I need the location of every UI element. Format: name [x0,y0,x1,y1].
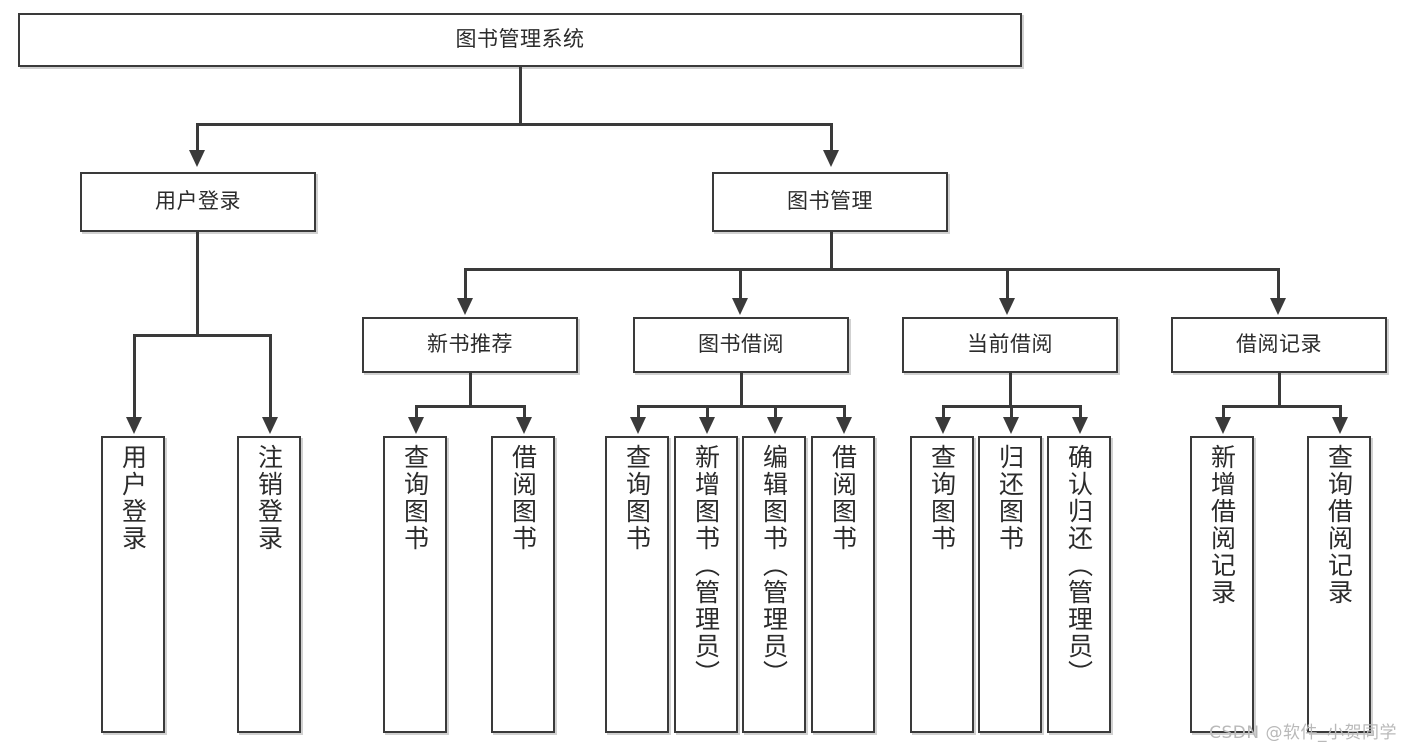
connector-drop-user-login [196,123,199,151]
arrowhead-new-book [457,298,473,315]
connector-drop-leaf-br-2 [1339,405,1342,418]
leaf-user-login[interactable]: 用户登录 [101,436,165,733]
node-label: 查询图书 [400,444,430,552]
node-label: 注销登录 [254,444,284,552]
node-label: 查询图书 [622,444,652,552]
arrowhead-leaf-nb-1 [408,417,424,434]
node-borrow-record[interactable]: 借阅记录 [1171,317,1387,373]
connector-drop-leaf-bb-4 [843,405,846,418]
connector-drop-leaf-user-login [133,334,136,418]
leaf-query-book-new[interactable]: 查询图书 [383,436,447,733]
node-new-book-recommend[interactable]: 新书推荐 [362,317,578,373]
connector-drop-leaf-bb-3 [774,405,777,418]
node-label: 图书管理系统 [455,27,585,52]
arrowhead-leaf-cb-1 [935,417,951,434]
leaf-query-book-borrow[interactable]: 查询图书 [605,436,669,733]
connector-user-login-bus [133,334,269,337]
node-label: 图书借阅 [698,332,784,357]
node-root-book-management-system[interactable]: 图书管理系统 [18,13,1022,67]
node-label: 新增借阅记录 [1207,444,1237,606]
connector-level2-bus [196,123,833,126]
node-label: 用户登录 [118,444,148,552]
leaf-borrow-book[interactable]: 借阅图书 [811,436,875,733]
connector-drop-leaf-nb-1 [415,405,418,418]
connector-drop-leaf-bb-1 [637,405,640,418]
node-label: 图书管理 [787,189,873,214]
csdn-watermark: CSDN @软件_小贺同学 [1209,723,1397,743]
leaf-add-borrow-record[interactable]: 新增借阅记录 [1190,436,1254,733]
arrowhead-leaf-bb-1 [630,417,646,434]
leaf-return-book[interactable]: 归还图书 [978,436,1042,733]
leaf-logout[interactable]: 注销登录 [237,436,301,733]
node-book-management[interactable]: 图书管理 [712,172,948,232]
arrowhead-leaf-user-login [126,417,142,434]
arrowhead-leaf-nb-2 [516,417,532,434]
node-label: 当前借阅 [967,332,1053,357]
connector-level3-bus [464,268,1279,271]
node-label: 归还图书 [995,444,1025,552]
connector-drop-leaf-cb-1 [942,405,945,418]
connector-new-book-stem [469,373,472,407]
node-label: 新增图书（管理员） [691,444,721,687]
connector-borrow-record-bus [1222,405,1339,408]
node-label: 确认归还（管理员） [1064,444,1094,687]
leaf-add-book-admin[interactable]: 新增图书（管理员） [674,436,738,733]
connector-book-borrow-stem [740,373,743,407]
connector-root-stem [519,67,522,125]
leaf-borrow-book-new[interactable]: 借阅图书 [491,436,555,733]
node-label: 用户登录 [155,189,241,214]
leaf-confirm-return-admin[interactable]: 确认归还（管理员） [1047,436,1111,733]
connector-drop-leaf-cb-2 [1010,405,1013,418]
connector-drop-leaf-nb-2 [523,405,526,418]
connector-book-management-stem [830,232,833,270]
arrowhead-leaf-bb-2 [699,417,715,434]
arrowhead-book-management [823,150,839,167]
connector-user-login-stem [196,232,199,336]
arrowhead-book-borrow [732,298,748,315]
arrowhead-leaf-br-2 [1332,417,1348,434]
node-book-borrow[interactable]: 图书借阅 [633,317,849,373]
arrowhead-current-borrow [999,298,1015,315]
connector-book-borrow-bus [637,405,843,408]
leaf-edit-book-admin[interactable]: 编辑图书（管理员） [742,436,806,733]
node-label: 查询图书 [927,444,957,552]
node-label: 查询借阅记录 [1324,444,1354,606]
leaf-query-book-current[interactable]: 查询图书 [910,436,974,733]
node-current-borrow[interactable]: 当前借阅 [902,317,1118,373]
node-label: 新书推荐 [427,332,513,357]
connector-drop-current-borrow [1006,268,1009,299]
leaf-query-borrow-record[interactable]: 查询借阅记录 [1307,436,1371,733]
arrowhead-leaf-cb-2 [1003,417,1019,434]
connector-drop-book-management [830,123,833,151]
arrowhead-borrow-record [1270,298,1286,315]
connector-new-book-bus [415,405,525,408]
arrowhead-leaf-logout [262,417,278,434]
arrowhead-user-login [189,150,205,167]
arrowhead-leaf-bb-4 [836,417,852,434]
connector-drop-new-book [464,268,467,299]
node-label: 借阅图书 [828,444,858,552]
arrowhead-leaf-cb-3 [1072,417,1088,434]
arrowhead-leaf-br-1 [1215,417,1231,434]
connector-drop-leaf-logout [269,334,272,418]
node-user-login[interactable]: 用户登录 [80,172,316,232]
connector-drop-leaf-cb-3 [1079,405,1082,418]
connector-current-borrow-stem [1009,373,1012,407]
connector-drop-borrow-record [1277,268,1280,299]
connector-borrow-record-stem [1278,373,1281,407]
arrowhead-leaf-bb-3 [767,417,783,434]
node-label: 借阅记录 [1236,332,1322,357]
connector-drop-book-borrow [739,268,742,299]
node-label: 编辑图书（管理员） [759,444,789,687]
connector-drop-leaf-br-1 [1222,405,1225,418]
node-label: 借阅图书 [508,444,538,552]
connector-drop-leaf-bb-2 [706,405,709,418]
